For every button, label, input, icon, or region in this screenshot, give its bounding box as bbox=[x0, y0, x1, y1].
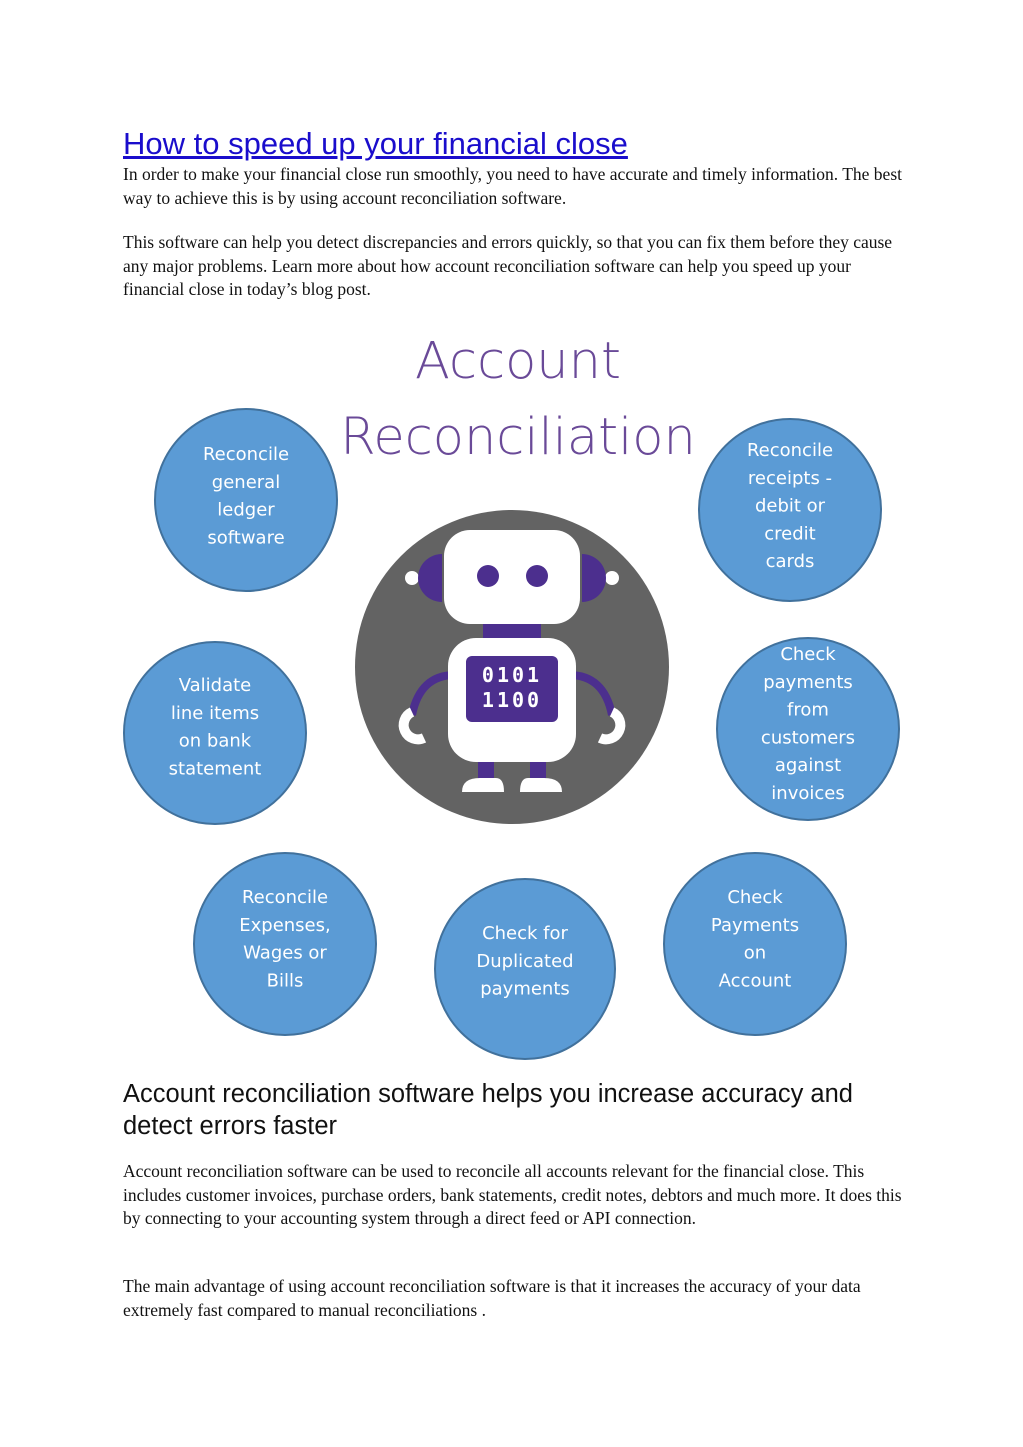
task-circle-label: statement bbox=[169, 758, 262, 779]
task-circle-label: Duplicated bbox=[476, 951, 573, 972]
body-paragraph-2: The main advantage of using account reco… bbox=[123, 1275, 903, 1322]
task-circle-label: on bbox=[744, 943, 766, 964]
circle-reconcile-general-ledger: Reconcile general ledger software bbox=[155, 409, 337, 591]
task-circle-label: Wages or bbox=[243, 943, 327, 964]
account-reconciliation-infographic: Account Reconciliation 0101 1100 Reconc bbox=[0, 320, 1023, 1070]
task-circle-label: from bbox=[787, 700, 829, 721]
task-circle-label: Reconcile bbox=[242, 887, 328, 908]
task-circle-label: line items bbox=[171, 703, 259, 724]
intro-paragraph-1: In order to make your financial close ru… bbox=[123, 163, 903, 210]
task-circle-label: general bbox=[212, 472, 280, 493]
task-circle-label: Expenses, bbox=[239, 915, 331, 936]
infographic-title-line2: Reconciliation bbox=[340, 408, 696, 467]
task-circle-label: Check bbox=[780, 644, 836, 665]
task-circle-label: credit bbox=[764, 523, 815, 544]
task-circle-label: customers bbox=[761, 727, 855, 748]
section-heading: Account reconciliation software helps yo… bbox=[123, 1078, 923, 1142]
body-paragraph-1: Account reconciliation software can be u… bbox=[123, 1160, 903, 1231]
task-circle-label: software bbox=[207, 527, 284, 548]
robot-illustration: 0101 1100 bbox=[355, 510, 669, 824]
page-title[interactable]: How to speed up your financial close bbox=[123, 126, 628, 162]
task-circle-label: payments bbox=[763, 672, 853, 693]
task-circle-label: Validate bbox=[179, 675, 252, 696]
task-circle-label: Bills bbox=[267, 970, 304, 991]
circle-validate-line-items: Validate line items on bank statement bbox=[124, 642, 306, 824]
circle-check-payments-customers: Check payments from customers against invoice… bbox=[717, 638, 899, 820]
task-circle-label: ledger bbox=[217, 500, 275, 521]
infographic-title-line1: Account bbox=[415, 332, 621, 391]
robot-head bbox=[444, 530, 580, 624]
circle-reconcile-receipts: Reconcile receipts - debit or credit cards bbox=[699, 419, 881, 601]
task-circle-label: cards bbox=[766, 551, 815, 572]
task-circle-label: payments bbox=[480, 979, 570, 1000]
task-circle-label: Payments bbox=[711, 915, 799, 936]
robot-code-line2: 1100 bbox=[482, 688, 542, 712]
task-circle-label: Reconcile bbox=[203, 444, 289, 465]
task-circle-label: invoices bbox=[771, 783, 844, 804]
task-circle-label: Reconcile bbox=[747, 440, 833, 461]
task-circle-label: debit or bbox=[755, 496, 826, 517]
task-circle-label: on bank bbox=[179, 731, 252, 752]
task-circle-label: Check bbox=[727, 887, 783, 908]
task-circle-label: Account bbox=[719, 970, 792, 991]
robot-code-line1: 0101 bbox=[482, 663, 542, 687]
task-circle-label: Check for bbox=[482, 923, 568, 944]
task-circle-label: receipts - bbox=[748, 468, 832, 489]
task-circle-label: against bbox=[775, 755, 841, 776]
intro-paragraph-2: This software can help you detect discre… bbox=[123, 231, 903, 302]
